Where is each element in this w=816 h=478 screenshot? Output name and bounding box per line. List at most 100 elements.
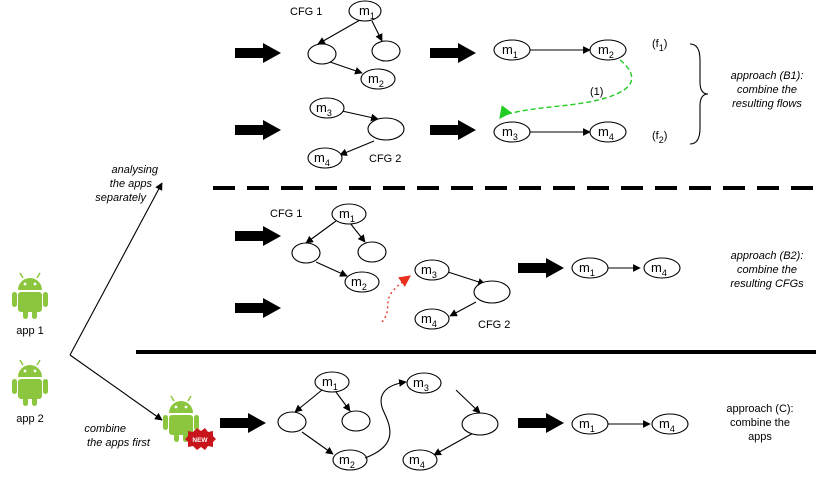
big-arrow [518, 413, 564, 433]
flow-f1-label: (f1) [652, 38, 667, 53]
svg-text:m1: m1 [502, 42, 518, 60]
node-m2: m2 [332, 449, 368, 471]
node-m3: m3 [493, 121, 531, 143]
flow-link-label: (1) [590, 86, 603, 98]
curly-brace [689, 43, 709, 145]
node-empty [291, 242, 321, 264]
edge [339, 140, 375, 156]
b2-cfg1-label: CFG 1 [270, 208, 302, 220]
c-approach-3: apps [748, 431, 772, 443]
edge [433, 431, 476, 456]
branch-arrow-upper [69, 182, 163, 356]
c-approach-2: combine the [730, 417, 790, 429]
app2-android-icon [11, 359, 49, 407]
node-m2: m2 [589, 39, 627, 61]
svg-text:m1: m1 [339, 206, 355, 224]
b1-approach-3: resulting flows [732, 98, 802, 110]
node-m1: m1 [571, 257, 609, 279]
node-empty [341, 410, 371, 432]
edge [335, 391, 351, 412]
big-arrow [235, 226, 281, 246]
edge [371, 20, 383, 42]
node-empty [473, 280, 511, 304]
flow-f2-label: (f2) [652, 130, 667, 145]
node-m4: m4 [643, 257, 681, 279]
svg-text:m1: m1 [579, 416, 595, 434]
svg-text:m4: m4 [409, 452, 425, 470]
edge [341, 110, 379, 122]
node-m1: m1 [571, 413, 609, 435]
svg-text:m4: m4 [421, 311, 437, 329]
svg-text:m3: m3 [316, 100, 332, 118]
b1-cfg2-label: CFG 2 [369, 153, 401, 165]
big-arrow [235, 120, 281, 140]
svg-text:m1: m1 [322, 374, 338, 392]
big-arrow [430, 120, 476, 140]
svg-text:m4: m4 [651, 260, 667, 278]
b2-approach-1: approach (B2): [731, 250, 804, 262]
upper-branch-caption-2: the apps [110, 178, 153, 190]
b1-approach-1: approach (B1): [731, 70, 804, 82]
svg-text:m3: m3 [413, 375, 429, 393]
svg-text:m4: m4 [314, 150, 330, 168]
svg-text:m4: m4 [659, 416, 675, 434]
edge [455, 389, 481, 414]
upper-branch-caption-3: separately [95, 192, 147, 204]
b2-cfg2-label: CFG 2 [478, 319, 510, 331]
node-empty [367, 117, 405, 141]
node-m1: m1 [348, 0, 382, 22]
lower-branch-caption-1: combine [84, 423, 126, 435]
node-m4: m4 [589, 121, 627, 143]
edge [329, 61, 363, 75]
node-empty [307, 43, 337, 65]
big-arrow [235, 43, 281, 63]
big-arrow [235, 298, 281, 318]
node-empty [277, 411, 307, 433]
node-m3: m3 [309, 97, 345, 119]
node-m1: m1 [314, 371, 350, 393]
app1-label: app 1 [16, 325, 44, 337]
edge [315, 261, 348, 277]
svg-text:m2: m2 [351, 274, 367, 292]
cfg-link-red [381, 275, 411, 323]
edge [305, 220, 337, 244]
b1-cfg1-label: CFG 1 [290, 6, 322, 18]
svg-text:m2: m2 [368, 71, 384, 89]
edge [317, 19, 361, 45]
b2-approach-3: resulting CFGs [730, 278, 804, 290]
node-m1: m1 [331, 203, 367, 225]
node-m3: m3 [414, 259, 450, 281]
b1-approach-2: combine the [737, 84, 797, 96]
node-empty [371, 40, 401, 62]
node-m4: m4 [651, 413, 689, 435]
node-m2: m2 [360, 68, 396, 90]
edge [294, 389, 323, 413]
svg-text:NEW: NEW [192, 437, 208, 444]
big-arrow [518, 258, 564, 278]
big-arrow [430, 43, 476, 63]
node-empty [461, 412, 499, 436]
c-approach-1: approach (C): [726, 403, 793, 415]
new-badge: NEW [185, 428, 216, 450]
node-m4: m4 [414, 308, 450, 330]
node-empty [357, 241, 387, 263]
node-m4: m4 [307, 147, 343, 169]
svg-text:m3: m3 [502, 124, 518, 142]
svg-text:m1: m1 [579, 260, 595, 278]
edge [447, 271, 486, 286]
node-m3: m3 [406, 372, 442, 394]
app2-label: app 2 [16, 413, 44, 425]
flow-link-green [499, 59, 633, 120]
edge [449, 301, 477, 317]
node-m2: m2 [344, 271, 380, 293]
b2-approach-2: combine the [737, 264, 797, 276]
edge [301, 431, 334, 455]
node-m1: m1 [493, 39, 531, 61]
combine-edge [364, 379, 407, 459]
node-m4: m4 [402, 449, 438, 471]
svg-text:m2: m2 [339, 452, 355, 470]
svg-text:m1: m1 [359, 3, 375, 21]
app1-android-icon [11, 272, 49, 320]
